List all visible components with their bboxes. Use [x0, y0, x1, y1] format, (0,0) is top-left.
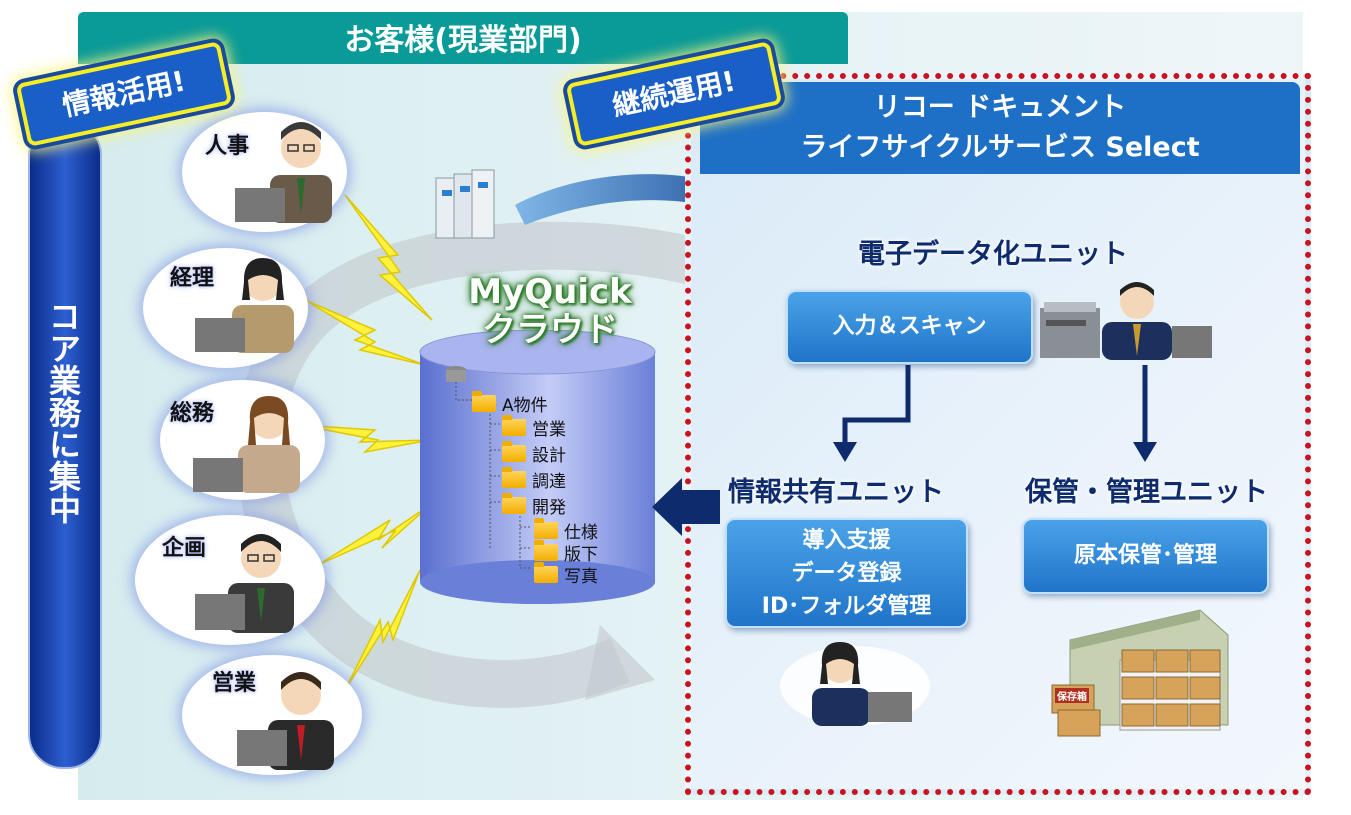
- digitize-unit-box: 入力＆スキャン: [786, 290, 1033, 364]
- core-business-label: コア業務に集中: [44, 300, 82, 524]
- binder-files-icon: [435, 169, 495, 239]
- share-unit-line: ID･フォルダ管理: [761, 594, 932, 619]
- cloud-title: MyQuick クラウド: [440, 273, 660, 349]
- share-unit-line: 導入支援: [802, 528, 891, 553]
- service-header: リコー ドキュメント ライフサイクルサービス Select: [700, 82, 1300, 174]
- support-staff-icon: [780, 642, 930, 726]
- share-unit-title: 情報共有ユニット: [728, 477, 944, 508]
- person-icon: [237, 672, 334, 770]
- core-business-bar: [28, 120, 102, 769]
- storage-unit-box: 原本保管･管理: [1022, 518, 1269, 594]
- folder-icon: [502, 493, 526, 514]
- share-unit-box: 導入支援 データ登録 ID･フォルダ管理: [725, 518, 968, 628]
- person-icon: [235, 122, 332, 223]
- tree-item: 調達: [502, 467, 566, 492]
- storage-unit-title: 保管・管理ユニット: [1025, 477, 1268, 508]
- dept-label-planning: 企画: [162, 536, 207, 561]
- dept-label-accounting: 経理: [170, 266, 215, 291]
- tree-item: 版下: [534, 540, 598, 565]
- scanner-operator-icon: [1040, 282, 1212, 360]
- storage-box-label: 保存箱: [1055, 688, 1089, 703]
- folder-icon: [534, 540, 558, 561]
- cloud-title-line1: MyQuick: [468, 272, 632, 312]
- person-icon: [193, 396, 300, 493]
- folder-icon: [502, 441, 526, 462]
- tree-root: A物件: [472, 391, 548, 416]
- service-title-line2: ライフサイクルサービス Select: [800, 132, 1200, 163]
- warehouse-icon: [1051, 609, 1229, 737]
- folder-icon: [472, 391, 496, 412]
- person-icon: [195, 258, 294, 353]
- folder-icon: [534, 518, 558, 539]
- tree-item: 写真: [534, 562, 598, 587]
- folder-icon: [502, 415, 526, 436]
- customer-title: お客様(現業部門): [344, 23, 582, 58]
- person-icon: [195, 534, 294, 633]
- folder-tree-lines: [446, 366, 532, 569]
- share-unit-line: データ登録: [791, 561, 902, 586]
- dept-label-general-affairs: 総務: [170, 401, 215, 426]
- dept-label-sales: 営業: [212, 671, 257, 696]
- cloud-title-line2: クラウド: [482, 310, 618, 350]
- tree-item: 設計: [502, 441, 566, 466]
- folder-icon: [502, 467, 526, 488]
- dept-label-hr: 人事: [205, 134, 250, 159]
- tree-item: 開発: [502, 493, 566, 518]
- tree-item: 営業: [502, 415, 566, 440]
- digitize-unit-title: 電子データ化ユニット: [858, 239, 1128, 270]
- service-title-line1: リコー ドキュメント: [873, 92, 1127, 123]
- tree-item: 仕様: [534, 518, 598, 543]
- lightning-icon: [344, 194, 433, 321]
- folder-icon: [534, 562, 558, 583]
